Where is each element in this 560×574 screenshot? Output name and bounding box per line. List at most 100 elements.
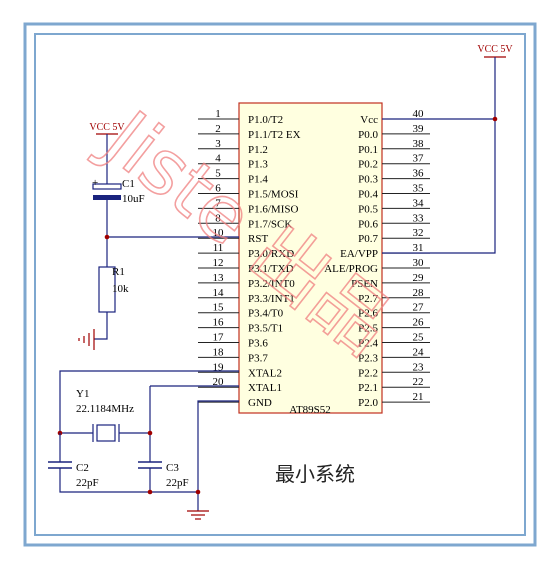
r1-value: 10k bbox=[112, 283, 129, 295]
right-pin-label: P0.5 bbox=[358, 203, 378, 215]
left-pin-number: 4 bbox=[215, 153, 221, 165]
right-pin-label: ALE/PROG bbox=[324, 263, 378, 275]
left-pin-number: 8 bbox=[215, 212, 221, 224]
right-pin-label: P0.1 bbox=[358, 144, 378, 156]
right-pin-number: 36 bbox=[413, 168, 425, 180]
left-pin-label: P3.5/T1 bbox=[248, 323, 283, 335]
right-pin-number: 22 bbox=[413, 376, 424, 388]
right-pin-number: 25 bbox=[413, 332, 425, 344]
left-pin-number: 16 bbox=[213, 317, 225, 329]
left-pin-label: GND bbox=[248, 397, 272, 409]
right-pin-number: 37 bbox=[413, 153, 425, 165]
right-pin-number: 34 bbox=[413, 197, 425, 209]
c1-plate-plus bbox=[92, 183, 122, 190]
vcc-top-label: VCC 5V bbox=[477, 44, 513, 55]
right-pin-label: P0.2 bbox=[358, 159, 378, 171]
left-pin-label: P3.4/T0 bbox=[248, 308, 284, 320]
y1-value: 22.1184MHz bbox=[76, 403, 134, 415]
left-pin-label: P3.7 bbox=[248, 352, 268, 364]
left-pin-number: 6 bbox=[215, 183, 221, 195]
right-pin-label: P0.3 bbox=[358, 174, 378, 186]
right-pin-number: 30 bbox=[413, 257, 425, 269]
ground-symbol-left bbox=[78, 329, 95, 350]
right-pin-label: PSEN bbox=[351, 278, 378, 290]
ground-symbol-bottom bbox=[187, 510, 209, 520]
vcc-junction-dot bbox=[492, 116, 498, 122]
right-pin-label: P2.4 bbox=[358, 338, 378, 350]
left-pin-number: 5 bbox=[215, 168, 221, 180]
caption-title: 最小系统 bbox=[275, 462, 355, 486]
vcc-left-label: VCC 5V bbox=[89, 122, 125, 133]
c2-name: C2 bbox=[76, 462, 89, 474]
c3-ground-dot bbox=[147, 489, 153, 495]
right-pin-number: 39 bbox=[413, 123, 425, 135]
right-pin-label: P2.7 bbox=[358, 293, 378, 305]
right-pin-label: P0.0 bbox=[358, 129, 378, 141]
chip-name: AT89S52 bbox=[289, 404, 331, 416]
outer-frame bbox=[23, 22, 537, 547]
left-pin-number: 17 bbox=[213, 332, 225, 344]
left-pin-label: XTAL1 bbox=[248, 382, 282, 394]
inner-frame bbox=[34, 33, 526, 536]
left-pin-label: P3.0/RXD bbox=[248, 248, 294, 260]
right-pin-number: 27 bbox=[413, 302, 425, 314]
right-pin-number: 40 bbox=[413, 108, 425, 120]
right-pin-number: 21 bbox=[413, 391, 424, 403]
right-pin-label: P2.5 bbox=[358, 323, 378, 335]
rst-junction-dot bbox=[104, 234, 110, 240]
right-pin-number: 24 bbox=[413, 346, 425, 358]
right-pin-number: 23 bbox=[413, 361, 425, 373]
c2-value: 22pF bbox=[76, 477, 99, 489]
left-pin-label: P1.5/MOSI bbox=[248, 189, 299, 201]
left-pin-label: P1.3 bbox=[248, 159, 268, 171]
left-pin-number: 20 bbox=[213, 376, 225, 388]
chip-body bbox=[238, 102, 383, 414]
right-pin-group: 40Vcc39P0.038P0.137P0.236P0.335P0.434P0.… bbox=[324, 108, 430, 409]
xtal2-wire bbox=[59, 370, 239, 433]
left-pin-label: P1.1/T2 EX bbox=[248, 129, 301, 141]
right-pin-number: 28 bbox=[413, 287, 425, 299]
left-pin-number: 3 bbox=[215, 138, 221, 150]
gnd-junction-dot bbox=[195, 489, 201, 495]
left-pin-label: P3.1/TXD bbox=[248, 263, 294, 275]
gnd-pin-wire bbox=[197, 400, 239, 511]
right-pin-label: P2.3 bbox=[358, 352, 378, 364]
right-pin-number: 33 bbox=[413, 212, 425, 224]
right-pin-label: P0.7 bbox=[358, 233, 378, 245]
left-pin-number: 11 bbox=[213, 242, 224, 254]
left-pin-label: P1.4 bbox=[248, 174, 268, 186]
left-pin-number: 13 bbox=[213, 272, 225, 284]
y1-crystal-body bbox=[96, 424, 116, 442]
c3-value: 22pF bbox=[166, 477, 189, 489]
left-pin-label: P1.0/T2 bbox=[248, 114, 283, 126]
left-pin-label: RST bbox=[248, 233, 268, 245]
y1-name: Y1 bbox=[76, 388, 89, 400]
c1-plus-sign: + bbox=[92, 177, 98, 189]
left-pin-number: 19 bbox=[213, 361, 225, 373]
left-pin-label: P3.6 bbox=[248, 338, 268, 350]
left-pin-number: 15 bbox=[213, 302, 225, 314]
r1-ground-wire bbox=[94, 312, 108, 340]
vcc-rail-wire bbox=[382, 57, 496, 254]
right-pin-number: 38 bbox=[413, 138, 425, 150]
left-pin-label: P3.3/INT1 bbox=[248, 293, 295, 305]
right-pin-number: 32 bbox=[413, 227, 424, 239]
right-pin-number: 31 bbox=[413, 242, 424, 254]
left-pin-label: P1.2 bbox=[248, 144, 268, 156]
left-pin-label: P1.7/SCK bbox=[248, 218, 292, 230]
right-pin-label: P0.6 bbox=[358, 218, 378, 230]
right-pin-label: P2.6 bbox=[358, 308, 378, 320]
r1-name: R1 bbox=[112, 266, 125, 278]
right-pin-label: Vcc bbox=[360, 114, 378, 126]
left-pin-number: 14 bbox=[213, 287, 225, 299]
c3-junction-dot bbox=[147, 430, 153, 436]
c1-plate-minus bbox=[93, 195, 121, 200]
left-pin-label: XTAL2 bbox=[248, 367, 282, 379]
right-pin-number: 26 bbox=[413, 317, 425, 329]
left-pin-number: 12 bbox=[213, 257, 224, 269]
left-pin-number: 2 bbox=[215, 123, 221, 135]
right-pin-label: EA/VPP bbox=[340, 248, 378, 260]
